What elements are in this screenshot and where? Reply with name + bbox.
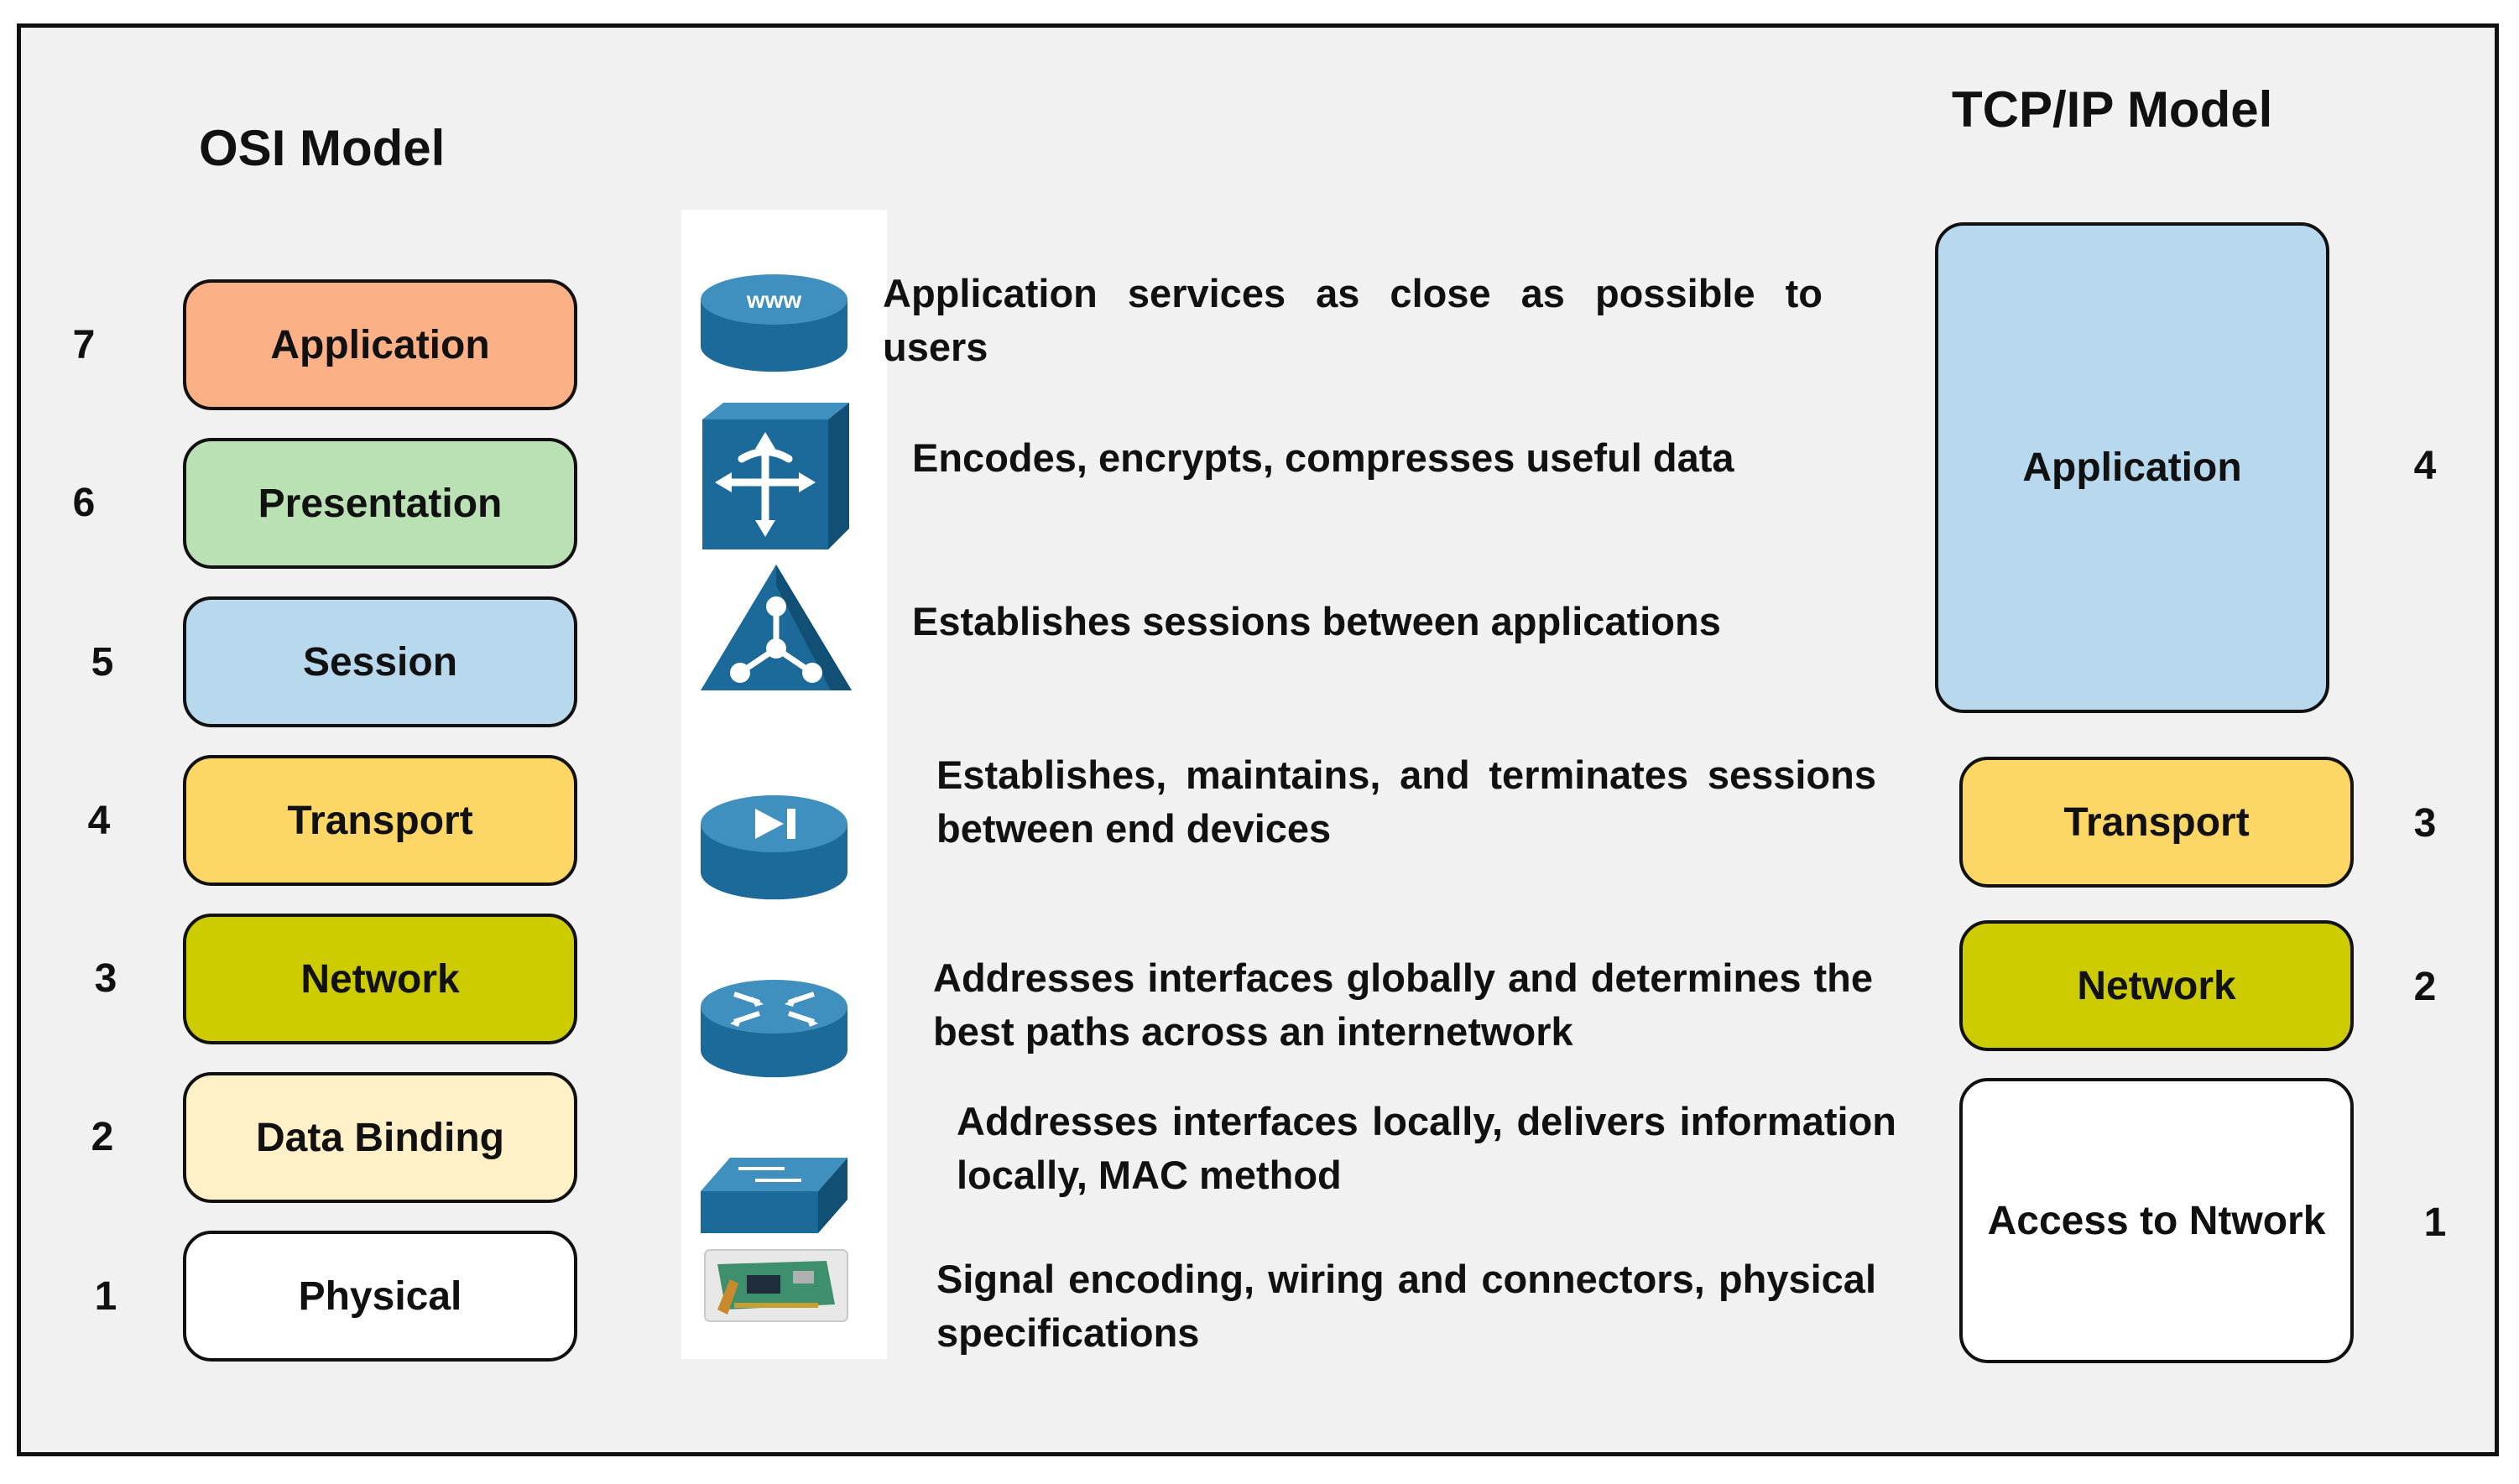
- encryption-device-icon: [702, 403, 849, 549]
- description-presentation: Encodes, encrypts, compresses useful dat…: [912, 435, 1734, 480]
- description-network: Addresses interfaces globally and determ…: [933, 955, 1873, 1054]
- osi-layer-number: 6: [72, 481, 96, 525]
- transport-device-icon: [701, 795, 847, 900]
- osi-layer-number: 1: [94, 1274, 117, 1319]
- osi-layer-number: 5: [91, 640, 114, 685]
- osi-layer-transport: Transport: [183, 755, 577, 886]
- description-application: Application services as close as possibl…: [883, 271, 1823, 369]
- description-session: Establishes sessions between application…: [912, 599, 1721, 643]
- osi-layer-session: Session: [183, 596, 577, 727]
- description-data-link: Addresses interfaces locally, delivers i…: [957, 1099, 1896, 1197]
- osi-layer-number: 3: [94, 956, 117, 1001]
- osi-layer-number: 4: [87, 799, 111, 843]
- tcpip-model-title: TCP/IP Model: [1952, 81, 2273, 138]
- tcpip-layer-transport: Transport: [1959, 757, 2354, 888]
- www-server-icon: www: [701, 274, 847, 372]
- osi-layer-data-binding: Data Binding: [183, 1072, 577, 1203]
- description-transport: Establishes, maintains, and terminates s…: [936, 752, 1876, 851]
- osi-layer-number: 7: [72, 323, 96, 367]
- tcpip-layer-network: Network: [1959, 920, 2354, 1051]
- switch-icon: [701, 1158, 847, 1233]
- description-physical: Signal encoding, wiring and connectors, …: [936, 1257, 1876, 1355]
- osi-layer-application: Application: [183, 279, 577, 410]
- osi-layer-network: Network: [183, 914, 577, 1044]
- www-label: www: [746, 287, 802, 313]
- osi-model-title: OSI Model: [199, 120, 446, 176]
- tcpip-layer-number: 1: [2423, 1200, 2447, 1245]
- osi-layer-physical: Physical: [183, 1231, 577, 1362]
- tcpip-layer-access: Access to Ntwork: [1959, 1078, 2354, 1363]
- osi-layer-number: 2: [91, 1115, 114, 1159]
- router-icon: [701, 980, 847, 1078]
- tcpip-layer-number: 2: [2413, 965, 2437, 1009]
- osi-layer-presentation: Presentation: [183, 438, 577, 569]
- session-hub-icon: [701, 565, 852, 690]
- tcpip-layer-number: 3: [2413, 801, 2437, 846]
- tcpip-layer-number: 4: [2413, 444, 2437, 488]
- network-card-icon: [704, 1249, 848, 1322]
- tcpip-layer-application: Application: [1935, 222, 2329, 713]
